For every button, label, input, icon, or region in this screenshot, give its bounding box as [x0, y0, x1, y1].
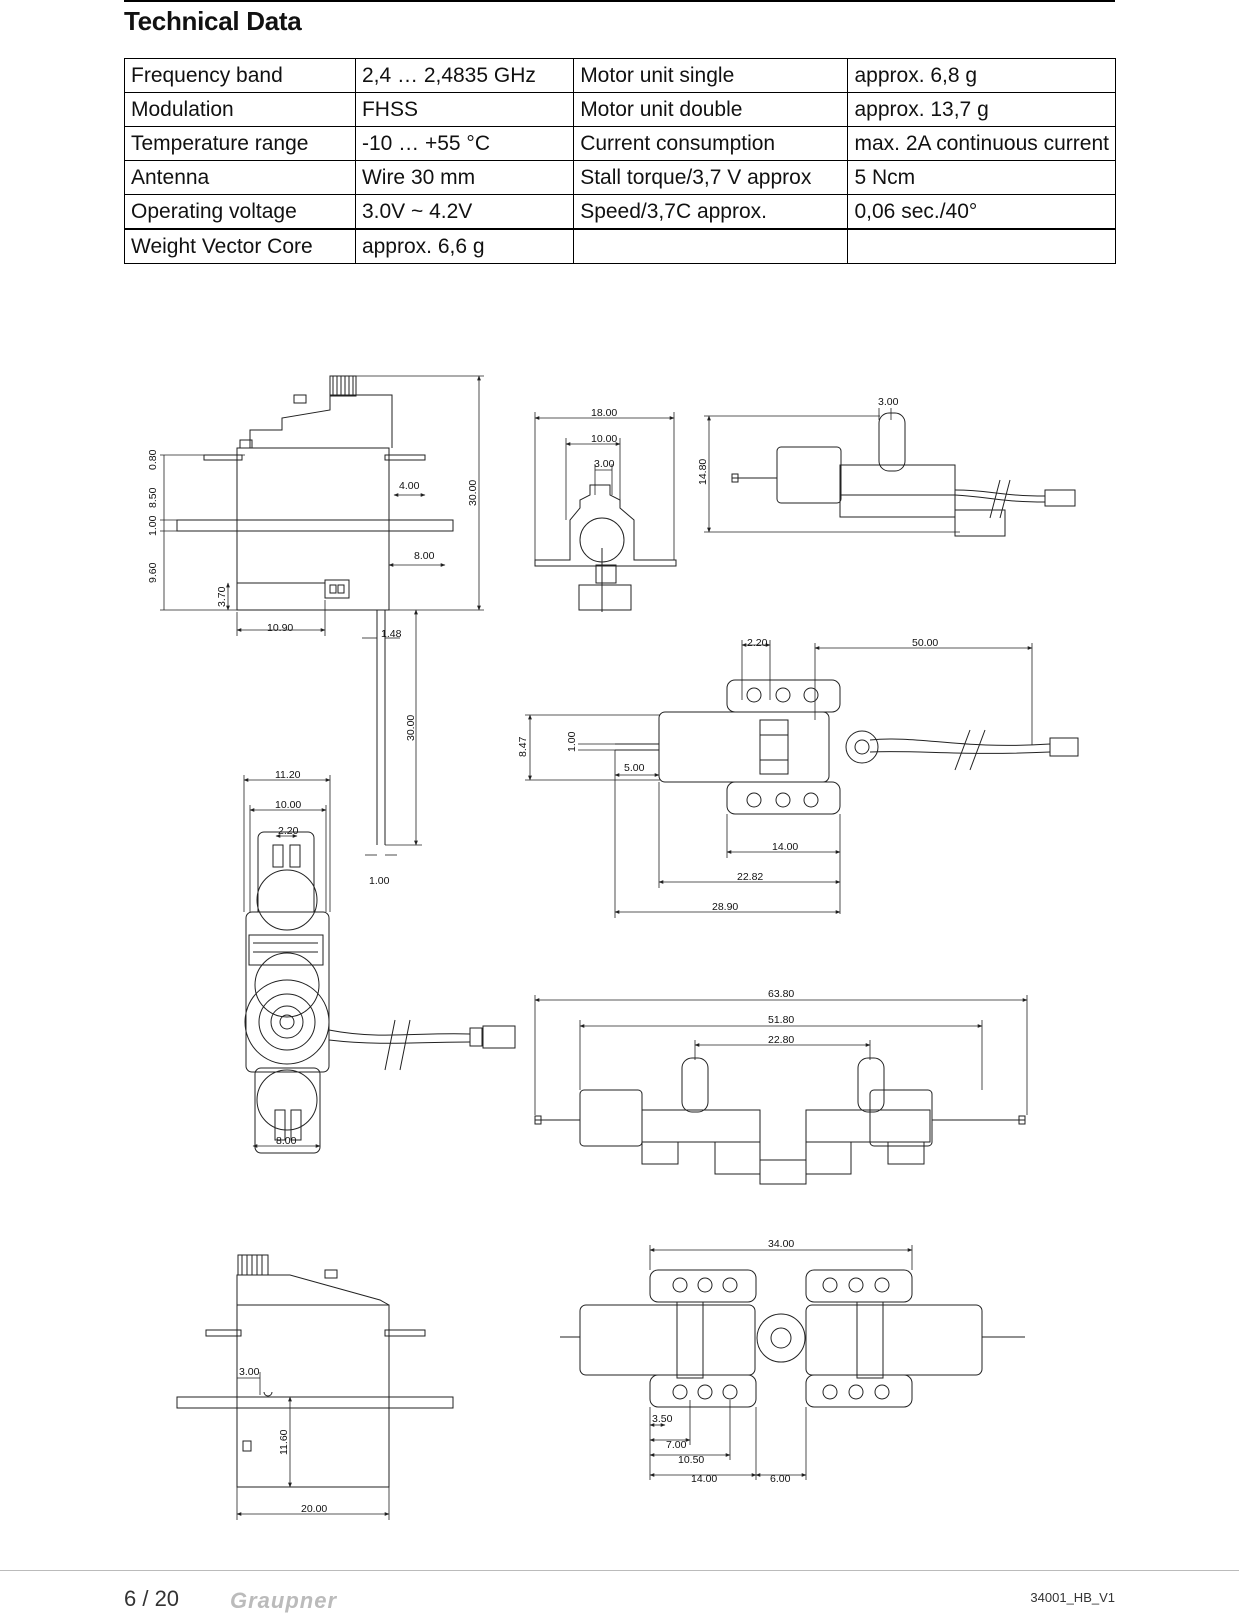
table-cell: approx. 6,6 g [354, 228, 575, 264]
dim-label: 14.00 [691, 1473, 717, 1485]
dim-label: 1.00 [147, 515, 159, 536]
dim-label: 34.00 [768, 1238, 794, 1250]
dim-label: 8.47 [517, 736, 529, 757]
table-cell: 5 Ncm [847, 160, 1116, 195]
dim-label: 10.00 [591, 433, 617, 445]
table-cell: 0,06 sec./40° [847, 194, 1116, 230]
header-rule [124, 0, 1115, 2]
dim-label: 14.00 [772, 841, 798, 853]
motor-side-view [731, 412, 1076, 537]
dimension-labels: 0.80 8.50 1.00 9.60 3.70 4.00 8.00 30.00… [147, 396, 938, 1515]
page-title: Technical Data [124, 6, 302, 36]
dim-label: 18.00 [591, 407, 617, 419]
technical-drawings: 0.80 8.50 1.00 9.60 3.70 4.00 8.00 30.00… [147, 375, 1079, 1520]
table-cell: Motor unit single [573, 58, 849, 93]
table-cell: approx. 13,7 g [847, 92, 1116, 127]
dim-label: 2.20 [278, 825, 299, 837]
table-row: Weight Vector Core approx. 6,6 g [124, 228, 1116, 264]
table-row: Operating voltage 3.0V ~ 4.2V Speed/3,7C… [124, 194, 1116, 230]
motor-top-view [615, 679, 1079, 815]
table-cell: 3.0V ~ 4.2V [354, 194, 575, 230]
table-cell: Modulation [124, 92, 356, 127]
dim-label: 11.20 [275, 769, 301, 781]
brand-logo: Graupner [230, 1588, 338, 1613]
document-id: 34001_HB_V1 [1030, 1590, 1115, 1605]
dim-label: 30.00 [467, 480, 479, 506]
dim-label: 2.20 [747, 637, 768, 649]
table-cell: Speed/3,7C approx. [573, 194, 849, 230]
table-cell: Antenna [124, 160, 356, 195]
dim-label: 8.00 [276, 1135, 297, 1147]
dim-label: 30.00 [405, 715, 417, 741]
dim-label: 1.00 [369, 875, 390, 887]
motor-front-view [534, 484, 677, 612]
dim-label: 51.80 [768, 1014, 794, 1026]
dim-label: 3.00 [239, 1366, 260, 1378]
table-cell: approx. 6,8 g [847, 58, 1116, 93]
dim-label: 1.00 [566, 731, 578, 752]
dim-label: 4.00 [399, 480, 420, 492]
dim-label: 11.60 [278, 1429, 290, 1455]
table-cell [847, 228, 1116, 264]
dim-label: 10.50 [678, 1454, 704, 1466]
dim-label: 20.00 [301, 1503, 327, 1515]
table-cell: Temperature range [124, 126, 356, 161]
dim-label: 22.82 [737, 871, 763, 883]
dim-label: 6.00 [770, 1473, 791, 1485]
table-cell: FHSS [354, 92, 575, 127]
servo-side-view [176, 375, 454, 845]
table-row: Antenna Wire 30 mm Stall torque/3,7 V ap… [124, 160, 1116, 195]
double-motor-side-view [534, 1057, 1026, 1185]
table-cell: -10 … +55 °C [354, 126, 575, 161]
table-cell: Operating voltage [124, 194, 356, 230]
dim-label: 8.50 [147, 487, 159, 508]
double-motor-dimensions [534, 995, 1028, 1115]
table-cell [573, 228, 849, 264]
table-cell: Motor unit double [573, 92, 849, 127]
dim-label: 3.00 [878, 396, 899, 408]
dim-label: 9.60 [147, 562, 159, 583]
double-motor-top-dimensions [649, 1245, 913, 1480]
technical-data-table: Frequency band 2,4 … 2,4835 GHz Motor un… [124, 58, 1116, 264]
table-row: Frequency band 2,4 … 2,4835 GHz Motor un… [124, 58, 1116, 93]
dim-label: 63.80 [768, 988, 794, 1000]
double-motor-top-view [560, 1269, 1025, 1408]
page-number: 6 / 20 [124, 1586, 180, 1611]
motor-side-dimensions [704, 408, 960, 533]
servo-front-view [244, 831, 516, 1154]
table-cell: Frequency band [124, 58, 356, 93]
table-row: Modulation FHSS Motor unit double approx… [124, 92, 1116, 127]
dim-label: 14.80 [697, 459, 709, 485]
dim-label: 10.00 [275, 799, 301, 811]
dim-label: 3.50 [652, 1413, 673, 1425]
table-cell: Stall torque/3,7 V approx [573, 160, 849, 195]
dim-label: 3.70 [216, 586, 228, 607]
dim-label: 0.80 [147, 449, 159, 470]
motor-top-dimensions [525, 640, 1033, 918]
dim-label: 5.00 [624, 762, 645, 774]
dim-label: 8.00 [414, 550, 435, 562]
servo-front-dimensions [243, 775, 331, 1148]
dim-label: 7.00 [666, 1439, 687, 1451]
dim-label: 10.90 [267, 622, 293, 634]
dim-label: 50.00 [912, 637, 938, 649]
motor-front-dimensions [534, 412, 675, 560]
footer-rule [0, 1570, 1239, 1571]
table-cell: Wire 30 mm [354, 160, 575, 195]
dim-label: 28.90 [712, 901, 738, 913]
servo-side-dimensions [160, 375, 484, 856]
dim-label: 1.48 [381, 628, 402, 640]
table-cell: Weight Vector Core [124, 228, 356, 264]
servo-rear-dimensions [236, 1372, 390, 1520]
dim-label: 22.80 [768, 1034, 794, 1046]
servo-rear-view [176, 1254, 454, 1488]
dim-label: 3.00 [594, 458, 615, 470]
